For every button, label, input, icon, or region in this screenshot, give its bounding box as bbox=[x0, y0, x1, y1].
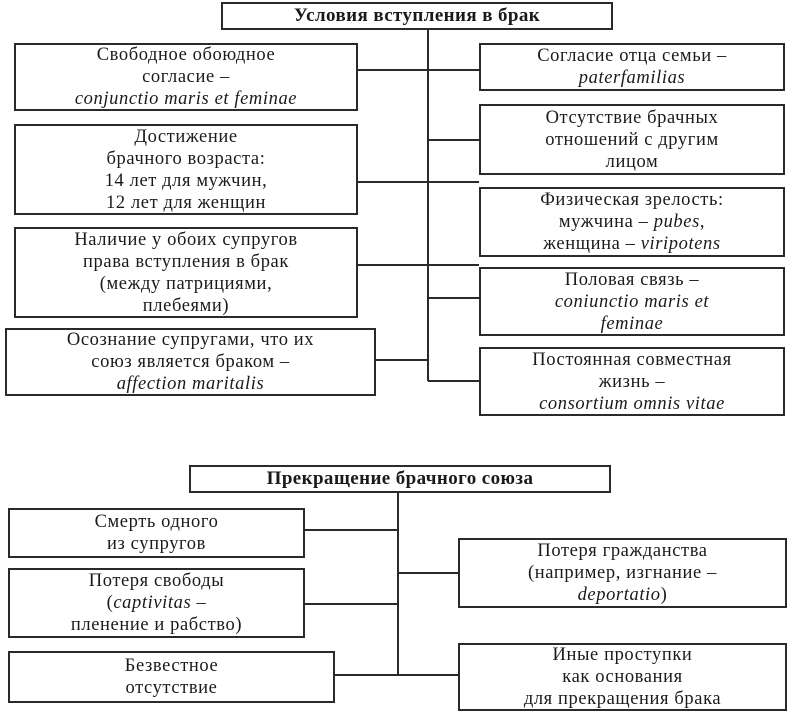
box-line: как основания bbox=[562, 667, 683, 687]
box-line: Согласие отца семьи – bbox=[537, 46, 727, 66]
box-line: Достижение bbox=[134, 126, 238, 147]
latin-term: affection maritalis bbox=[116, 374, 265, 394]
marriage-termination-title: Прекращение брачного союза bbox=[189, 465, 611, 493]
box-line: согласие – bbox=[142, 67, 230, 87]
condition-marital-affection: Осознание супругами, что их союз являетс… bbox=[5, 328, 376, 396]
condition-marriage-age: Достижение брачного возраста: 14 лет для… bbox=[14, 124, 358, 215]
termination-loss-of-freedom: Потеря свободы (captivitas – пленение и … bbox=[8, 568, 305, 638]
box-line-part: – bbox=[191, 593, 207, 613]
box-line: 12 лет для женщин bbox=[106, 192, 266, 213]
box-line: мужчина – pubes, bbox=[559, 211, 705, 233]
box-line: Потеря гражданства bbox=[537, 541, 708, 561]
box-line-part: женщина – bbox=[543, 234, 641, 254]
termination-loss-of-citizenship: Потеря гражданства (например, изгнание –… bbox=[458, 538, 787, 608]
box-line: отсутствие bbox=[125, 678, 218, 698]
latin-term: consortium omnis vitae bbox=[539, 393, 725, 414]
box-line: Смерть одного bbox=[94, 512, 219, 532]
box-line: отношений с другим bbox=[545, 129, 719, 150]
termination-other-offenses: Иные проступки как основания для прекращ… bbox=[458, 643, 787, 711]
condition-no-other-marriage: Отсутствие брачных отношений с другим ли… bbox=[479, 104, 785, 175]
box-line-part: мужчина – bbox=[558, 212, 654, 232]
box-line-part: ( bbox=[106, 593, 114, 613]
box-line-part: , bbox=[699, 212, 706, 232]
condition-sexual-union: Половая связь – coniunctio maris et femi… bbox=[479, 267, 785, 336]
condition-right-to-marry: Наличие у обоих супругов права вступлени… bbox=[14, 227, 358, 318]
box-line: из супругов bbox=[107, 534, 206, 554]
box-line: Постоянная совместная bbox=[532, 349, 732, 370]
latin-term: viripotens bbox=[640, 234, 721, 254]
box-line: (между патрициями, bbox=[99, 273, 273, 294]
marriage-conditions-title: Условия вступления в брак bbox=[221, 2, 613, 30]
box-line: Физическая зрелость: bbox=[540, 190, 724, 210]
condition-father-consent: Согласие отца семьи – paterfamilias bbox=[479, 43, 785, 91]
box-line: Свободное обоюдное bbox=[96, 45, 276, 65]
box-line: Иные проступки bbox=[552, 645, 693, 665]
latin-term: paterfamilias bbox=[578, 68, 686, 88]
box-line: права вступления в брак bbox=[83, 251, 289, 272]
box-line: Безвестное bbox=[124, 656, 219, 676]
box-line: союз является браком – bbox=[91, 352, 290, 372]
box-line: (например, изгнание – bbox=[528, 563, 717, 583]
termination-death: Смерть одного из супругов bbox=[8, 508, 305, 558]
box-line: плебеями) bbox=[142, 295, 230, 316]
box-line: deportatio) bbox=[578, 584, 668, 606]
box-line: Отсутствие брачных bbox=[545, 107, 719, 128]
title-text: Условия вступления в брак bbox=[293, 5, 541, 26]
box-line: Половая связь – bbox=[564, 269, 700, 290]
latin-term: pubes bbox=[653, 212, 700, 232]
box-line: Потеря свободы bbox=[88, 571, 225, 591]
termination-unknown-absence: Безвестное отсутствие bbox=[8, 651, 335, 703]
box-line: 14 лет для мужчин, bbox=[104, 170, 268, 191]
box-line: (captivitas – bbox=[107, 592, 207, 614]
box-line: пленение и рабство) bbox=[70, 615, 243, 635]
latin-term: deportatio bbox=[577, 585, 661, 605]
box-line: жизнь – bbox=[598, 371, 666, 392]
latin-term: captivitas bbox=[113, 593, 192, 613]
latin-term: coniunctio maris et bbox=[554, 291, 710, 312]
box-line: лицом bbox=[605, 151, 659, 172]
condition-physical-maturity: Физическая зрелость: мужчина – pubes, же… bbox=[479, 187, 785, 257]
condition-mutual-consent: Свободное обоюдное согласие – conjunctio… bbox=[14, 43, 358, 111]
box-line: брачного возраста: bbox=[106, 148, 266, 169]
box-line-part: ) bbox=[660, 585, 668, 605]
latin-term: conjunctio maris et feminae bbox=[74, 89, 298, 109]
box-line: Наличие у обоих супругов bbox=[74, 229, 298, 250]
box-line: для прекращения брака bbox=[523, 689, 722, 709]
title-text: Прекращение брачного союза bbox=[266, 468, 534, 489]
box-line: Осознание супругами, что их bbox=[66, 330, 315, 350]
box-line: женщина – viripotens bbox=[543, 233, 720, 255]
latin-term: feminae bbox=[600, 313, 664, 334]
condition-cohabitation: Постоянная совместная жизнь – consortium… bbox=[479, 347, 785, 416]
